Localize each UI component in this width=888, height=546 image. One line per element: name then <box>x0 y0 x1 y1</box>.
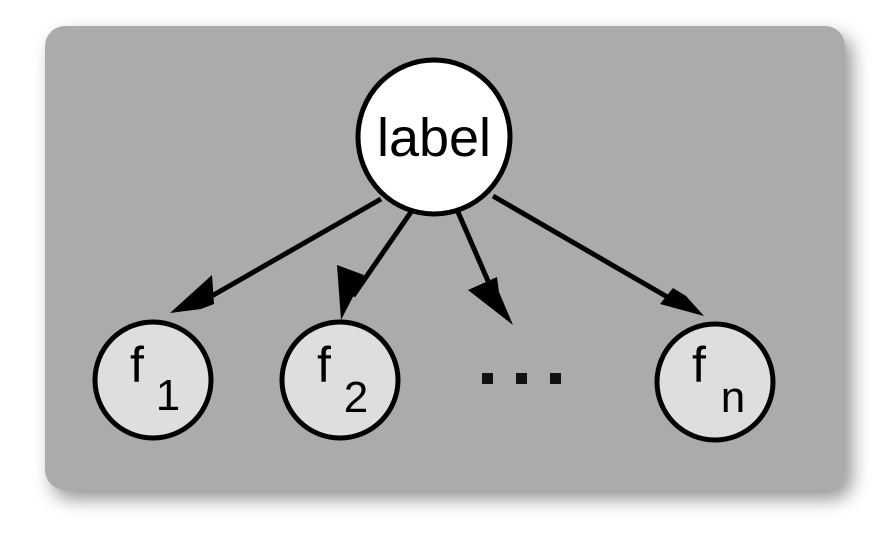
node-label-shape <box>355 57 513 217</box>
ellipsis-indicator <box>482 373 561 384</box>
diagram-panel <box>45 26 845 490</box>
node-f1-base-text: f <box>130 337 144 393</box>
arrowhead-f2 <box>337 265 364 320</box>
edge-label-to-f2[interactable] <box>337 210 414 320</box>
node-f2-base-text: f <box>317 337 331 393</box>
node-fn-subscript-text: n <box>721 373 745 422</box>
node-fn-shape <box>654 321 776 443</box>
edge-label-to-fn[interactable] <box>491 193 704 316</box>
node-f1-subscript-text: 1 <box>156 371 180 420</box>
edge-line-label-implicit <box>455 211 491 282</box>
node-f1[interactable]: f 1 <box>92 319 214 441</box>
arrowhead-fn <box>660 288 704 316</box>
edge-line-label-fn <box>491 193 678 305</box>
edge-label-to-implicit[interactable] <box>455 211 513 325</box>
ellipsis-dot-2 <box>516 373 527 384</box>
node-f2[interactable]: f 2 <box>279 319 401 441</box>
ellipsis-dot-1 <box>482 373 493 384</box>
edges-group <box>170 193 704 325</box>
node-f1-shape <box>92 319 214 441</box>
node-fn-base-text: f <box>692 337 706 393</box>
edge-label-to-f1[interactable] <box>170 196 383 313</box>
node-f2-subscript-text: 2 <box>344 373 368 422</box>
arrowhead-implicit <box>468 277 513 325</box>
node-f2-shape <box>279 319 401 441</box>
node-fn[interactable]: f n <box>654 321 776 443</box>
node-label[interactable]: label <box>355 57 513 217</box>
arrowhead-f1 <box>170 275 214 313</box>
ellipsis-dot-3 <box>550 373 561 384</box>
edge-line-label-f2 <box>350 210 414 298</box>
edge-line-label-f1 <box>194 196 383 308</box>
node-label-text: label <box>377 108 491 168</box>
